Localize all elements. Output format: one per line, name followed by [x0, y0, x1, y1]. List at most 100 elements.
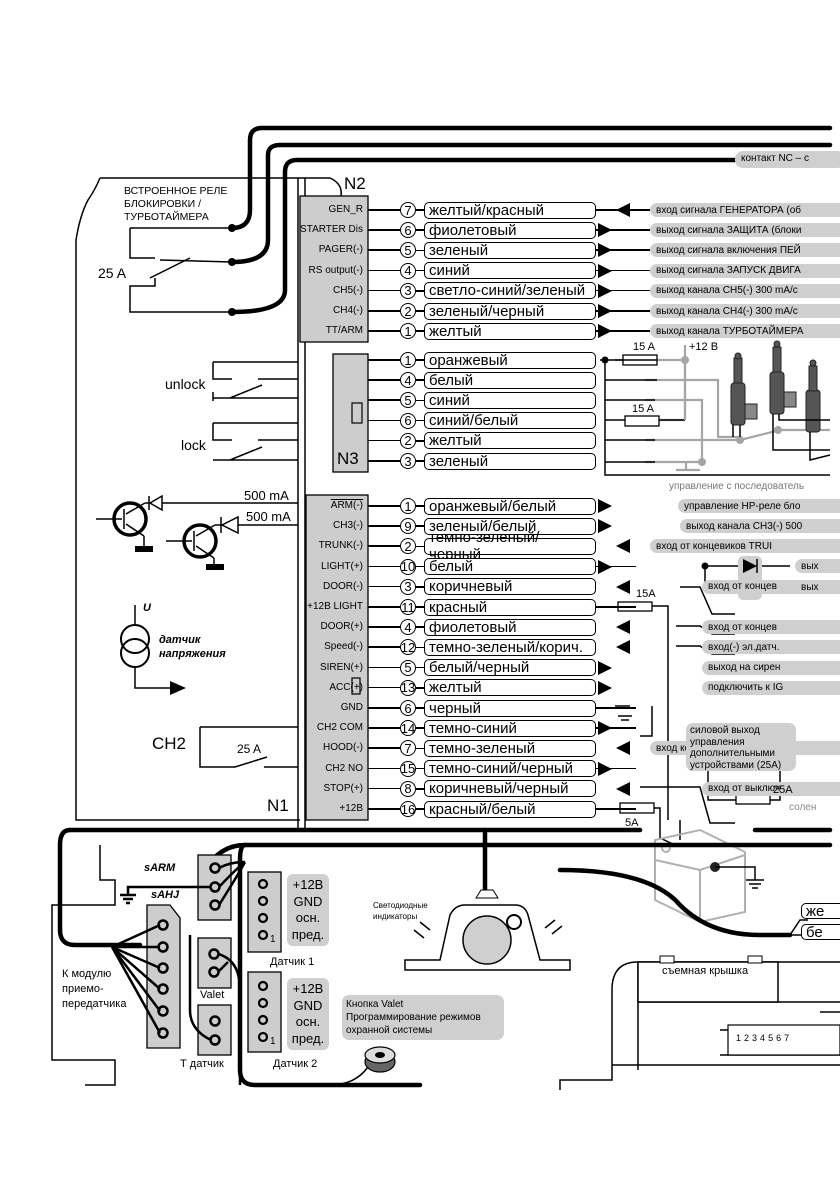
pin-dash [416, 747, 424, 750]
pin-lead [368, 289, 400, 292]
wire-color-label: темно-синий/черный [424, 760, 596, 778]
light-output-1: вых [795, 559, 840, 573]
wire-color-label: красный [424, 598, 596, 616]
voltage-sensor-label-line: напряжения [159, 648, 226, 660]
connector-signal-label: +12B LIGHT [307, 601, 363, 612]
relay-contact [129, 227, 233, 313]
signal-description: выход на сирен [702, 660, 840, 675]
wire-color-label: темно-зеленый [424, 739, 596, 757]
pin-dash [416, 290, 424, 292]
ch2-label: CH2 [152, 734, 187, 753]
signal-description: выход сигнала ЗАПУСК ДВИГА [650, 263, 840, 278]
led-label-line: Светодиодные [373, 901, 428, 910]
wire-color-label: синий [424, 262, 596, 280]
pin-dash [416, 626, 424, 628]
connector-pin-number: 6 [776, 1033, 782, 1043]
relay-wire-1 [229, 125, 833, 231]
pin-number: 5 [400, 392, 416, 409]
power-out-note-line: управления [690, 736, 745, 748]
connector-signal-label: Speed(-) [324, 641, 363, 653]
connector-pin-number: 1 [736, 1033, 742, 1043]
connector-pin-number: 7 [784, 1033, 790, 1043]
wire-color-label: зеленый [424, 241, 596, 259]
pin-number: 1 [400, 323, 416, 340]
pin-dash [416, 505, 424, 507]
wire-color-label: черный [424, 699, 596, 717]
valet-t-pins [188, 935, 242, 1085]
n2-connector [299, 195, 369, 343]
pin-number: 4 [400, 372, 416, 389]
side-wire-1: же [801, 903, 840, 919]
arrow-out-icon [598, 761, 612, 776]
wire-color-label: оранжевый/белый [424, 497, 596, 515]
valet-note-line: Программирование режимов [346, 1012, 481, 1023]
valet-label: Valet [200, 989, 225, 1001]
pin-number: 16 [400, 801, 416, 817]
connector-signal-label: CH2 COM [316, 722, 363, 734]
wire-color-label: темно-зеленый/черный [424, 529, 596, 563]
pin-dash [416, 767, 424, 770]
signal-description: вход(-) эл.датч. [702, 640, 840, 655]
pin-number: 2 [400, 432, 416, 449]
n2-label: N2 [344, 174, 366, 193]
valet-note-pill [342, 995, 504, 1040]
pin-lead [368, 707, 400, 709]
pin-lead [368, 399, 400, 401]
power-fuse-label: 5A [625, 817, 639, 829]
transistor-2-current: 500 mA [246, 509, 291, 524]
valet-button[interactable] [329, 1046, 396, 1086]
n3-common-wire [604, 360, 830, 476]
signal-description: вход сигнала ГЕНЕРАТОРА (об [650, 203, 840, 217]
sensor1-pin-label: осн. [295, 910, 321, 925]
pin-lead [368, 419, 400, 422]
signal-description: вход от концевиков TRUI [650, 539, 840, 554]
wire-color-label: светло-синий/зеленый [424, 282, 596, 300]
module-harness [57, 827, 143, 948]
sensor2-pin-label: GND [293, 997, 323, 1013]
desc-lead [596, 249, 650, 251]
sensor1-pin-label: GND [293, 893, 323, 909]
relay-rating: 25 A [98, 265, 127, 281]
pin-lead [368, 585, 400, 588]
pin-lead [368, 310, 400, 312]
relay-title: ВСТРОЕННОЕ РЕЛЕ БЛОКИРОВКИ / ТУРБОТАЙМЕР… [124, 185, 227, 224]
connector-pin-number: 2 [744, 1033, 750, 1043]
pin-number: 2 [400, 538, 416, 555]
panel-outline [51, 845, 116, 1086]
pin-dash [416, 330, 424, 332]
pin-lead [368, 727, 400, 729]
wire-color-label: желтый [424, 432, 596, 450]
connector-signal-label: TRUNK(-) [318, 540, 363, 552]
arrow-in-icon [616, 579, 630, 594]
connector-signal-label: ACC(+) [329, 681, 363, 693]
pin-dash [416, 229, 424, 231]
n3-fuse-2-label: 15 A [632, 403, 655, 415]
pin-number: 6 [400, 412, 416, 429]
arrow-in-icon [616, 640, 630, 655]
module-label-line: передатчика [62, 998, 127, 1010]
lock-switch [212, 422, 298, 461]
signal-description: выход канала CH5(-) 300 mA/c [650, 283, 840, 298]
connector-signal-label: +12B [339, 803, 363, 814]
n3-fuse-1-label: 15 A [633, 341, 656, 353]
pin-dash [416, 399, 424, 402]
relay-title-line: ВСТРОЕННОЕ РЕЛЕ [124, 185, 228, 197]
desc-lead [596, 565, 636, 568]
pin-number: 5 [400, 242, 416, 259]
arrow-out-icon [598, 680, 612, 695]
desc-lead [596, 310, 650, 312]
sensor1-connector [247, 871, 282, 953]
pin-lead [368, 269, 400, 272]
sensor-pins [257, 878, 269, 1043]
pin-lead [368, 229, 400, 231]
